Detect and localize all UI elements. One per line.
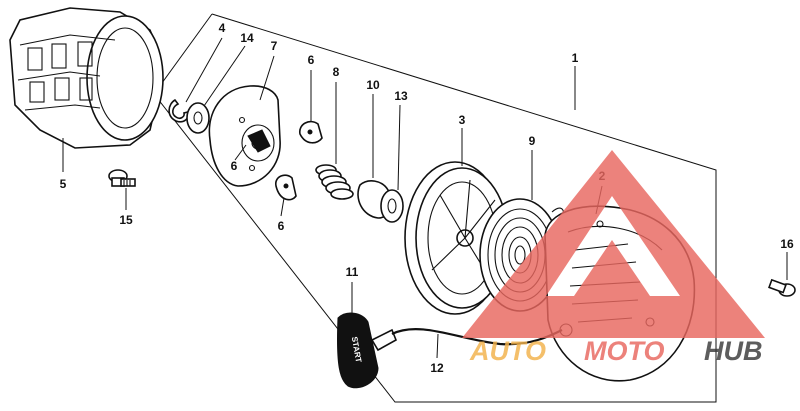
washer-14 — [186, 102, 210, 134]
callout-3: 3 — [459, 113, 466, 127]
callout-11: 11 — [346, 265, 359, 279]
circlip-4 — [168, 98, 190, 123]
callout-7: 7 — [271, 39, 278, 53]
callout-16: 16 — [780, 237, 794, 251]
bolt-16 — [768, 278, 796, 297]
callout-8: 8 — [333, 65, 340, 79]
starter-cup — [9, 7, 164, 149]
callout-1: 1 — [572, 51, 579, 65]
bolt-15 — [108, 169, 136, 187]
leader-lines — [62, 37, 788, 359]
watermark-brand-auto: AUTO — [469, 336, 546, 366]
callout-14: 14 — [240, 31, 254, 45]
watermark-triangle-logo — [462, 150, 765, 338]
watermark-brand-moto: MOTO — [584, 336, 665, 366]
watermark-brand-hub: HUB — [704, 336, 763, 366]
ratchet-plate-7 — [208, 85, 281, 187]
washer-13 — [380, 189, 404, 223]
callout-9: 9 — [529, 134, 536, 148]
callout-6-top: 6 — [308, 53, 315, 67]
starter-handle-11: START — [337, 312, 398, 389]
handle-label: START — [350, 336, 363, 363]
callout-4: 4 — [219, 21, 226, 35]
ratchet-pawl-upper — [299, 120, 323, 144]
ratchet-pawl-lower — [275, 174, 297, 201]
callout-15: 15 — [119, 213, 133, 227]
spring-8 — [315, 164, 354, 200]
watermark: AUTO MOTO HUB — [462, 150, 765, 366]
callout-12: 12 — [430, 361, 444, 375]
callout-10: 10 — [366, 78, 380, 92]
callout-labels: 1 2 3 4 5 6 6 6 7 8 9 10 11 12 13 14 15 … — [60, 21, 794, 375]
callout-6-middle: 6 — [231, 159, 238, 173]
callout-5: 5 — [60, 177, 67, 191]
callout-13: 13 — [394, 89, 408, 103]
callout-6-bottom: 6 — [278, 219, 285, 233]
